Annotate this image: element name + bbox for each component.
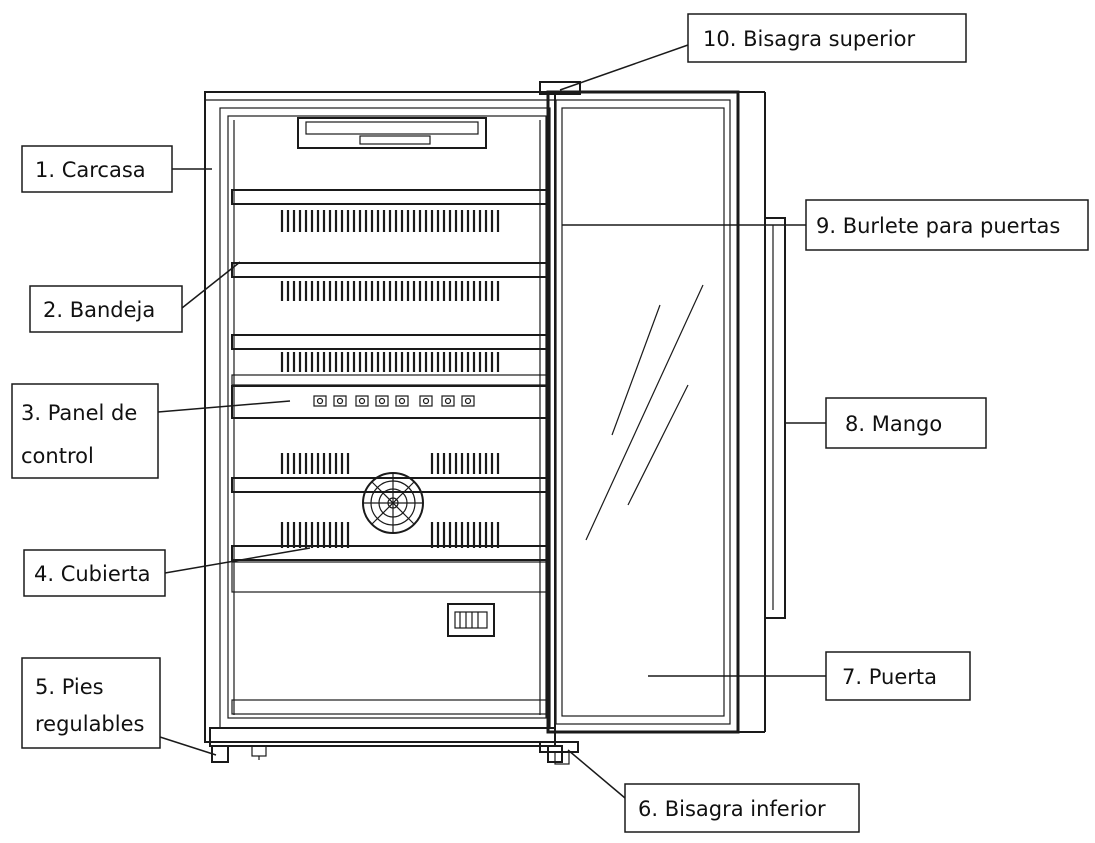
label-bandeja: 2. Bandeja (29, 285, 183, 333)
label-mango: 8. Mango (825, 397, 987, 449)
door-handle (764, 217, 786, 619)
label-bisagra-superior: 10. Bisagra superior (687, 13, 967, 63)
label-pies-text-line1: 5. Pies (35, 675, 104, 699)
hinges (539, 81, 581, 765)
label-burlete-text: 9. Burlete para puertas (816, 214, 1060, 238)
appliance-drawing (204, 81, 786, 765)
label-bisagra-inferior: 6. Bisagra inferior (624, 783, 860, 833)
label-carcasa: 1. Carcasa (21, 145, 173, 193)
door-drawing (546, 90, 766, 734)
label-cubierta-text: 4. Cubierta (34, 562, 151, 586)
label-panel-text-line2: control (21, 444, 94, 468)
label-cubierta: 4. Cubierta (23, 549, 166, 597)
adjustable-feet (211, 745, 563, 763)
bottom-bracket (447, 603, 495, 637)
label-bisagra-superior-text: 10. Bisagra superior (703, 27, 915, 51)
fan-cover (362, 472, 424, 534)
label-bisagra-inferior-text: 6. Bisagra inferior (638, 797, 826, 821)
vent-slots (280, 210, 500, 548)
label-puerta-text: 7. Puerta (842, 665, 937, 689)
label-burlete: 9. Burlete para puertas (805, 199, 1089, 251)
label-pies-text-line2: regulables (35, 712, 144, 736)
label-mango-text: 8. Mango (845, 412, 942, 436)
top-light-unit (297, 117, 487, 149)
control-panel-drawing (231, 374, 549, 419)
shelves (231, 189, 549, 715)
label-carcasa-text: 1. Carcasa (35, 158, 146, 182)
label-puerta: 7. Puerta (825, 651, 971, 701)
label-panel-de-control: 3. Panel de control (11, 383, 159, 479)
label-bandeja-text: 2. Bandeja (43, 298, 155, 322)
label-panel-text-line1: 3. Panel de (21, 401, 137, 425)
leader-lines (157, 44, 826, 799)
label-pies-regulables: 5. Pies regulables (21, 657, 161, 749)
